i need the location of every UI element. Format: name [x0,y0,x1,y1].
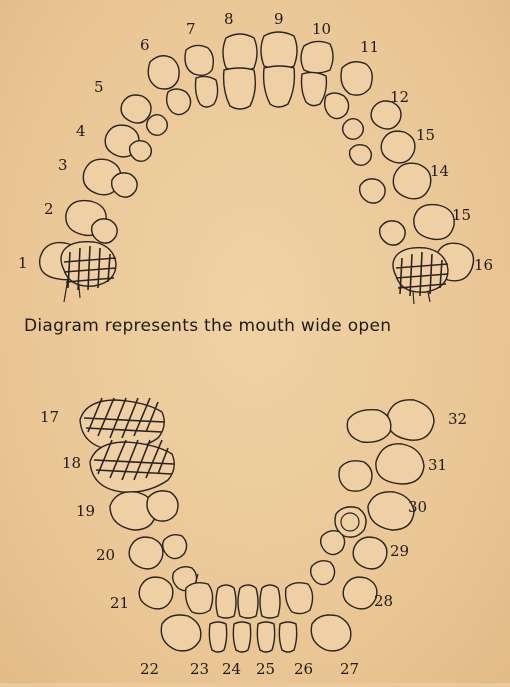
lower-num-20: 20 [96,546,115,564]
lower-num-19: 19 [76,502,95,520]
upper-num-8: 8 [224,10,234,28]
lower-num-18: 18 [62,454,81,472]
lower-num-30: 30 [408,498,427,516]
lower-num-21: 21 [110,594,129,612]
tooth-upper-4 [105,125,151,161]
tooth-upper-9 [261,32,297,107]
upper-num-9: 9 [274,10,284,28]
upper-num-16: 16 [474,256,493,274]
lower-num-17: 17 [40,408,59,426]
upper-num-10: 10 [312,20,331,38]
upper-num-14: 14 [430,162,449,180]
tooth-lower-18 [90,442,174,492]
tooth-upper-2 [66,201,117,244]
tooth-upper-15 [380,205,455,246]
lower-num-28: 28 [374,592,393,610]
lower-num-27: 27 [340,660,359,678]
hatched-upper-left [61,242,116,290]
upper-num-13: 15 [416,126,435,144]
tooth-upper-3 [83,159,137,197]
tooth-upper-14 [360,163,431,203]
tooth-lower-20 [129,535,186,569]
upper-arch: 1 2 3 4 5 6 7 8 9 10 11 12 15 14 15 16 [18,10,493,304]
upper-num-12: 12 [390,88,409,106]
hatched-upper-right [393,248,448,296]
lower-num-25: 25 [256,660,275,678]
lower-arch: 17 18 19 20 21 22 23 24 25 26 27 28 29 3… [40,398,467,678]
lower-num-23: 23 [190,660,209,678]
tooth-lower-19 [110,491,178,530]
tooth-upper-6 [148,56,190,115]
diagram-caption: Diagram represents the mouth wide open [24,316,391,336]
upper-num-3: 3 [58,156,68,174]
tooth-upper-8 [223,34,257,109]
upper-num-7: 7 [186,20,196,38]
lower-num-31: 31 [428,456,447,474]
upper-num-1: 1 [18,254,28,272]
tooth-lower-30 [335,492,414,537]
upper-num-6: 6 [140,36,150,54]
upper-num-4: 4 [76,122,86,140]
tooth-upper-11 [325,62,373,119]
upper-num-5: 5 [94,78,104,96]
lower-num-26: 26 [294,660,313,678]
upper-num-2: 2 [44,200,54,218]
lower-num-32: 32 [448,410,467,428]
lower-num-22: 22 [140,660,159,678]
lower-num-24: 24 [222,660,241,678]
tooth-lower-32 [347,400,434,443]
upper-num-15: 15 [452,206,471,224]
upper-num-11: 11 [360,38,379,56]
lower-num-29: 29 [390,542,409,560]
tooth-lower-31 [339,444,424,491]
